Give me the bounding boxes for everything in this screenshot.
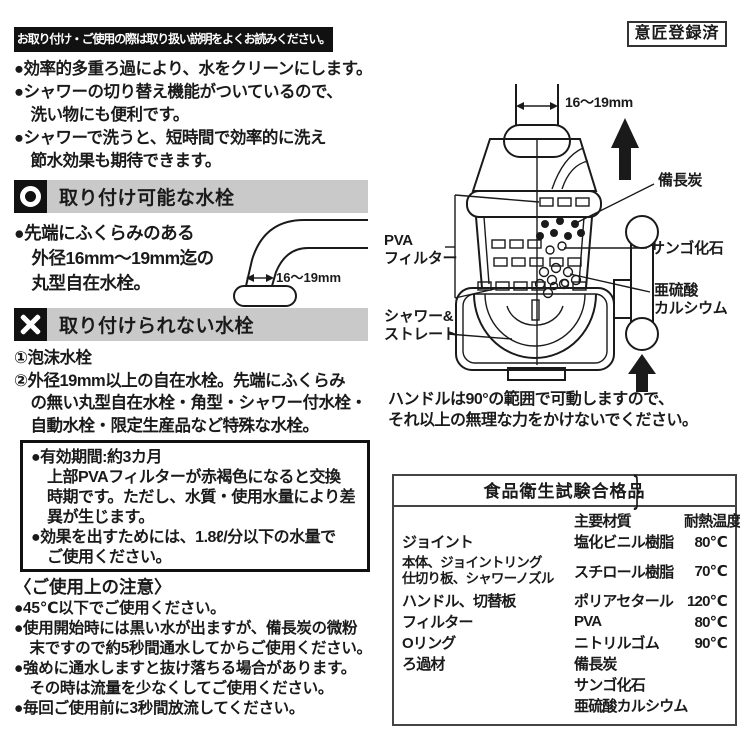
- table-header-row: 主要材質 耐熱温度: [402, 510, 740, 531]
- faucet-size-label: 16〜19mm: [276, 270, 342, 285]
- label-shower-straight: シャワー& ストレート: [384, 308, 458, 343]
- validity-note: ●効果を出すためには、1.8ℓ/分以下の水量で ご使用ください。: [31, 529, 336, 566]
- caution-item: ●45℃以下でご使用ください。: [14, 600, 226, 617]
- col-header-material: 主要材質: [574, 513, 632, 530]
- caution-item: ●毎回ご使用前に3秒間放流してください。: [14, 700, 305, 717]
- table-title: 食品衛生試験合格品: [394, 476, 735, 507]
- caution-item: ●強めに通水しますと抜け落ちる場合があります。 その時は流量を少なくしてご使用く…: [14, 660, 356, 697]
- x-cross-icon: [14, 308, 47, 341]
- validity-note: ●有効期間:約3カ月 上部PVAフィルターが赤褐色になると交換 時期です。ただし…: [31, 449, 356, 526]
- table-row: 本体、ジョイントリング 仕切り板、シャワーノズル } スチロール樹脂 70℃: [402, 469, 728, 590]
- diagram-size-label: 16〜19mm: [565, 94, 633, 110]
- table-row: ハンドル、切替板 ポリアセタール 120℃: [402, 592, 728, 611]
- table-row: ジョイント 塩化ビニル樹脂 80℃: [402, 533, 728, 552]
- not-attachable-item: ①泡沫水栓: [14, 349, 92, 367]
- feature-item: ●シャワーの切り替え機能がついているので、 洗い物にも便利です。: [14, 83, 343, 124]
- table-row: Oリング ニトリルゴム 90℃: [402, 634, 728, 653]
- not-attachable-list: ①泡沫水栓 ②外径19mm以上の自在水栓。先端にふくらみ の無い丸型自在水栓・角…: [14, 347, 382, 437]
- feature-item: ●シャワーで洗うと、短時間で効率的に洗え 節水効果も期待できます。: [14, 129, 326, 170]
- cautions-section: 〈ご使用上の注意〉 ●45℃以下でご使用ください。 ●使用開始時には黒い水が出ま…: [14, 577, 386, 719]
- ok-circle-icon: [14, 180, 47, 213]
- col-header-temp: 耐熱温度: [684, 513, 740, 530]
- caution-item: ●使用開始時には黒い水が出ますが、備長炭の微粉 末ですので約5秒間通水してからご…: [14, 620, 372, 657]
- device-diagram: 16〜19mm 備長炭 PVA フィルター サンゴ化石 亜硫酸 カルシウム シャ…: [382, 62, 740, 397]
- section-header-not-attachable: 取り付けられない水栓: [14, 308, 368, 341]
- design-registered-badge: 意匠登録済: [627, 21, 727, 47]
- materials-table: 食品衛生試験合格品 主要材質 耐熱温度 ジョイント 塩化ビニル樹脂 80℃ 本体…: [392, 469, 740, 726]
- table-row: フィルター PVA 80℃: [402, 613, 728, 631]
- label-coral: サンゴ化石: [650, 240, 724, 257]
- feature-item: ●効率的多重ろ過により、水をクリーンにします。: [14, 60, 373, 78]
- table-row: 亜硫酸カルシウム: [574, 698, 688, 715]
- section-title: 取り付け可能な水栓: [59, 188, 235, 209]
- section-title: 取り付けられない水栓: [59, 316, 255, 337]
- attachable-note: ●先端にふくらみのある 外径16mm〜19mm迄の 丸型自在水栓。: [14, 223, 214, 293]
- handle-note: ハンドルは90°の範囲で可動しますので、 それ以上の無理な力をかけないでください…: [388, 391, 698, 429]
- label-binchotan: 備長炭: [658, 172, 703, 189]
- cautions-title: 〈ご使用上の注意〉: [14, 577, 172, 597]
- label-pva-filter: PVA フィルター: [384, 232, 458, 267]
- read-manual-banner: お取り付け・ご使用の際は取り扱い説明をよくお読みください。: [14, 27, 333, 52]
- section-header-attachable: 取り付け可能な水栓: [14, 180, 368, 213]
- not-attachable-item: ②外径19mm以上の自在水栓。先端にふくらみ の無い丸型自在水栓・角型・シャワー…: [14, 371, 367, 435]
- feature-list: ●効率的多重ろ過により、水をクリーンにします。 ●シャワーの切り替え機能がついて…: [14, 58, 382, 173]
- validity-box: ●有効期間:約3カ月 上部PVAフィルターが赤褐色になると交換 時期です。ただし…: [20, 440, 370, 572]
- table-row: サンゴ化石: [574, 677, 646, 694]
- brace-glyph: }: [633, 469, 640, 511]
- label-calcium-sulfite: 亜硫酸 カルシウム: [654, 282, 728, 317]
- table-row: ろ過材 備長炭: [402, 656, 617, 673]
- faucet-drawing: 16〜19mm: [212, 212, 368, 308]
